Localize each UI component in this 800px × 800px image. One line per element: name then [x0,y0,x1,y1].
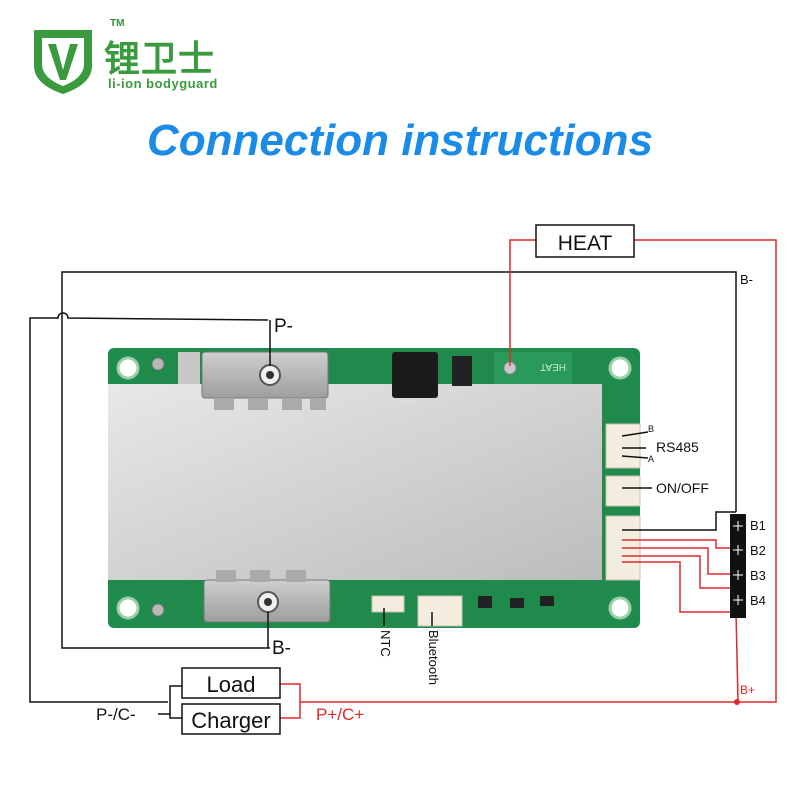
bluetooth-connector [417,595,463,627]
brand-logo: TM 锂卫士 li-ion bodyguard [28,18,228,98]
heat-silkscreen: HEAT [540,361,566,372]
screw [151,603,165,617]
p-c-minus-label: P-/C- [96,705,136,724]
p-c-plus-label: P+/C+ [316,705,364,724]
b-minus-label: B- [272,638,291,659]
brand-name-english: li-ion bodyguard [108,76,218,91]
on-off-connector [605,475,641,507]
rs485-connector [605,423,641,469]
b3-label: B3 [750,568,766,583]
rs485-a-label: A [648,454,654,464]
b4-label: B4 [750,593,766,608]
mount-hole [116,356,140,380]
b-plus-label: B+ [740,683,755,697]
screw [151,357,165,371]
chip-marking: 190236787 [396,400,427,406]
load-label: Load [207,672,256,697]
charger-box [181,703,281,735]
mount-hole [608,596,632,620]
load-box [181,667,281,699]
heat-label: HEAT [558,232,613,255]
bluetooth-label: Bluetooth [426,630,441,685]
p-minus-label: P- [274,316,293,337]
b-plus-junction [734,699,740,705]
page-title: Connection instructions [147,116,653,165]
negative-wiring [29,271,737,719]
ntc-connector [371,595,405,613]
ntc-label: NTC [378,630,393,657]
shield-logo-icon [34,30,92,94]
rs485-label: RS485 [656,439,699,455]
b2-label: B2 [750,543,766,558]
heat-box [535,224,635,258]
positive-wiring [280,239,777,719]
brand-name-chinese: 锂卫士 [104,39,216,80]
mount-hole [608,356,632,380]
b1-label: B1 [750,518,766,533]
on-off-label: ON/OFF [656,480,709,496]
mosfet [452,356,472,386]
charger-label: Charger [191,708,270,733]
inductor-chip [392,352,438,398]
aluminum-heatsink [108,384,602,580]
rs485-b-label: B [648,424,654,434]
trademark-mark: TM [110,18,125,29]
cell-terminal-block [730,514,746,618]
mount-hole [116,596,140,620]
b-minus-top-label: B- [740,272,753,287]
